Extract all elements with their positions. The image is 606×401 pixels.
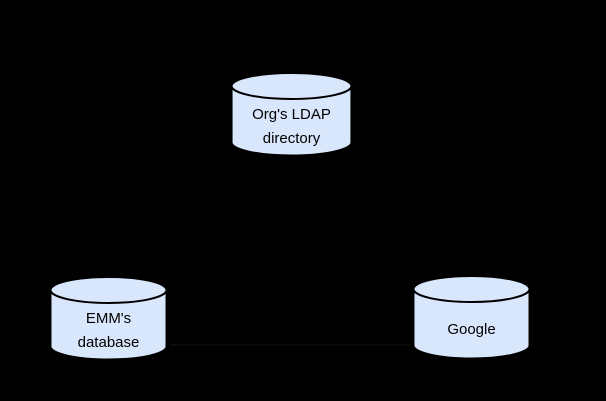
cylinder-top — [49, 276, 168, 304]
database-cylinder-icon — [49, 276, 168, 361]
node-label-line: EMM's — [85, 309, 132, 327]
node-google: Google — [412, 275, 531, 360]
node-label-line: Google — [447, 320, 496, 338]
node-label-line: Org's LDAP — [252, 105, 331, 123]
node-label: Org's LDAP directory — [230, 99, 353, 154]
database-cylinder-icon — [412, 275, 531, 360]
node-label: Google — [412, 302, 531, 357]
cylinder-top — [230, 72, 353, 100]
node-emm-database: EMM's database — [49, 276, 168, 361]
node-label-line: directory — [262, 129, 321, 147]
node-label: EMM's database — [49, 303, 168, 358]
database-cylinder-icon — [230, 72, 353, 157]
node-ldap-directory: Org's LDAP directory — [230, 72, 353, 157]
cylinder-top — [412, 275, 531, 303]
node-label-line: database — [77, 333, 140, 351]
